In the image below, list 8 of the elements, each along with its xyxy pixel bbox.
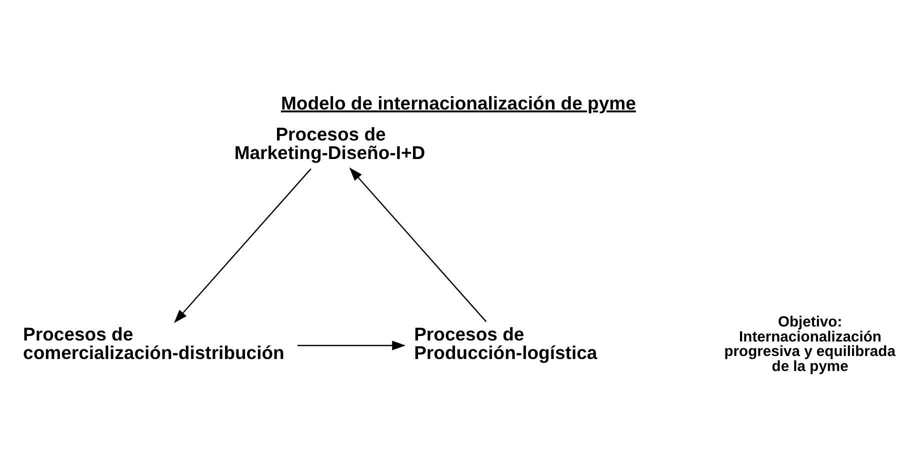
- arrow: [349, 167, 487, 322]
- label: Objetivo: Internacionalización progresiva y equilibrada de la pyme: [724, 314, 896, 375]
- node-text: Procesos de comercialización-distribución: [23, 324, 284, 364]
- arrow: [297, 340, 406, 350]
- diagram-title: Modelo de internacionalización de pyme: [280, 92, 636, 114]
- node-text: Procesos de Marketing-Diseño-I+D: [234, 123, 426, 163]
- arrow: [174, 168, 312, 324]
- node-text: Procesos de Producción-logística: [414, 324, 598, 364]
